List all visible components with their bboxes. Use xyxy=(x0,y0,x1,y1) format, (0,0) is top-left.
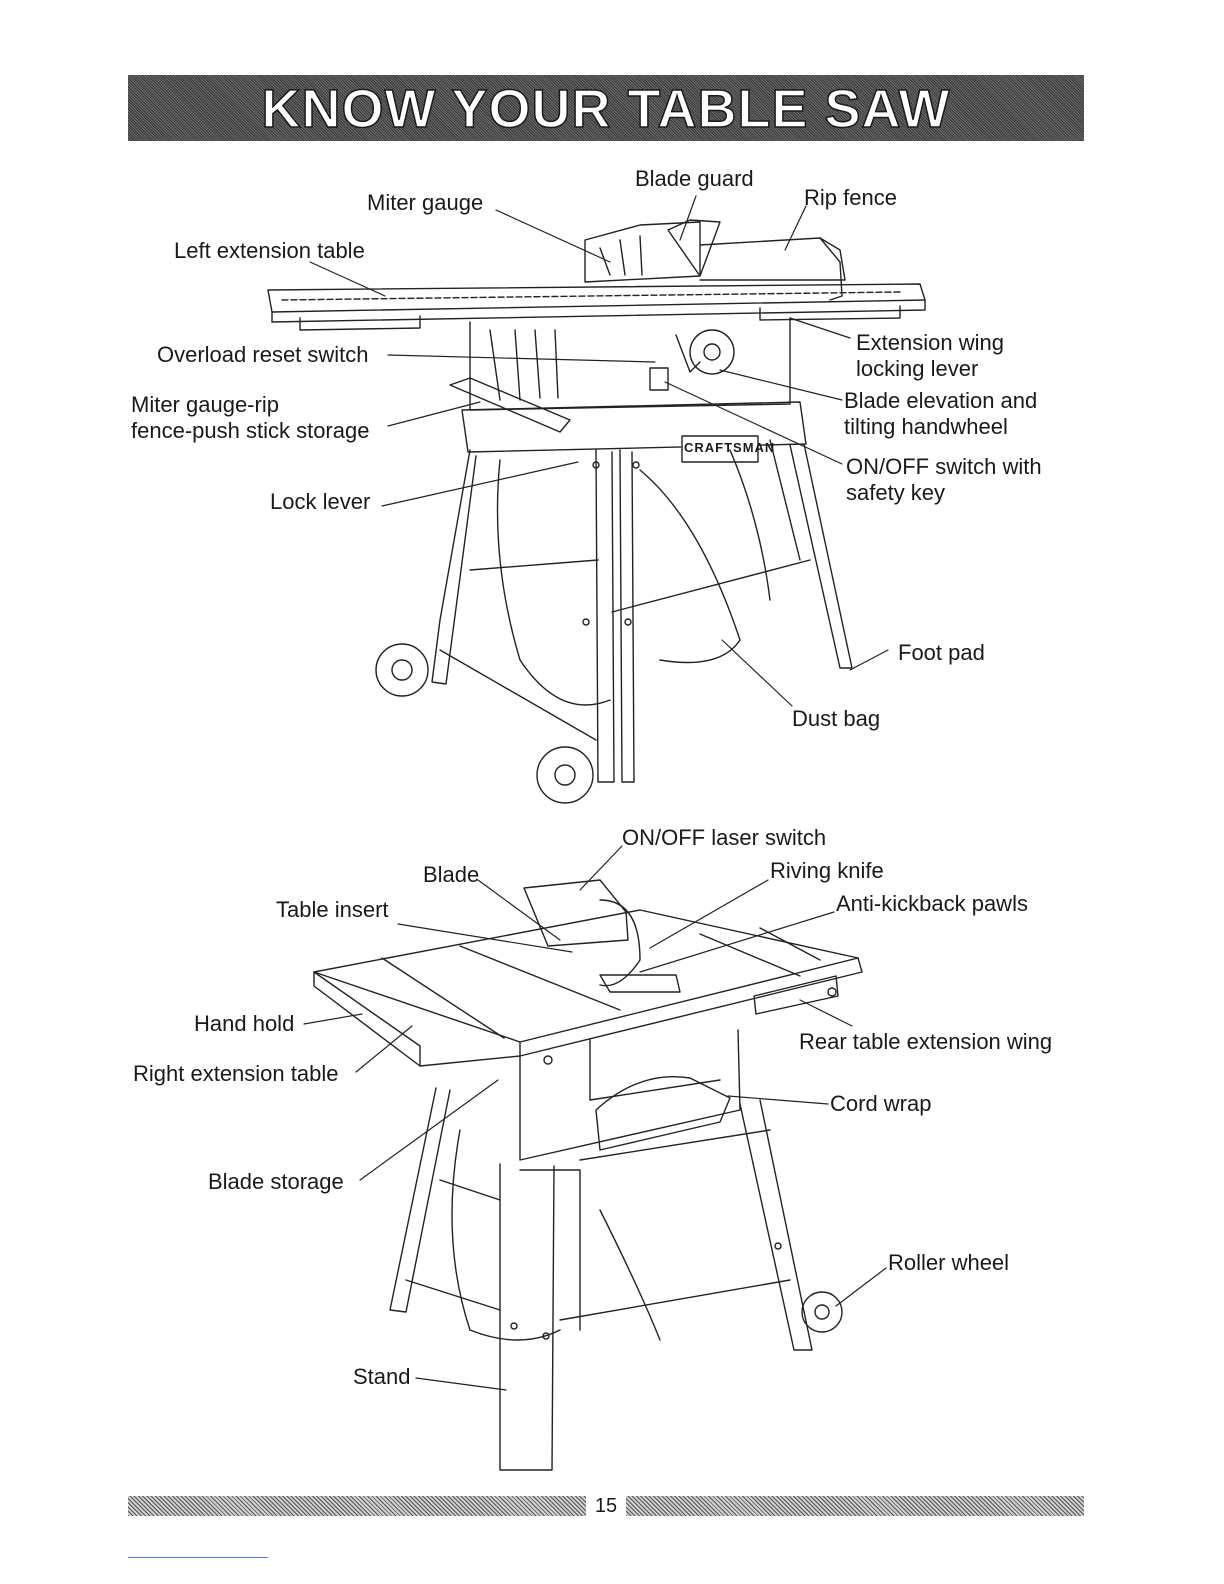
label-onoff-laser-switch: ON/OFF laser switch xyxy=(622,825,827,850)
label-miter-storage-1: Miter gauge-rip xyxy=(131,392,279,417)
label-dust-bag: Dust bag xyxy=(792,706,881,731)
bottom-saw-drawing xyxy=(313,879,863,1471)
page-number: 15 xyxy=(594,1495,618,1517)
label-cord-wrap: Cord wrap xyxy=(830,1091,932,1116)
label-table-insert: Table insert xyxy=(276,897,389,922)
top-figure-leader-lines xyxy=(309,195,889,707)
top-saw-drawing xyxy=(267,219,926,804)
label-miter-storage-2: fence-push stick storage xyxy=(131,418,370,443)
label-extension-wing-1: Extension wing xyxy=(856,330,1004,355)
label-stand: Stand xyxy=(353,1364,411,1389)
label-miter-gauge: Miter gauge xyxy=(367,190,484,215)
brand-plate: CRAFTSMAN xyxy=(684,440,776,455)
label-extension-wing-2: locking lever xyxy=(856,356,979,381)
label-hand-hold: Hand hold xyxy=(194,1011,295,1036)
label-blade-guard: Blade guard xyxy=(635,166,754,191)
label-left-extension-table: Left extension table xyxy=(174,238,365,263)
label-blade-elevation-2: tilting handwheel xyxy=(844,414,1008,439)
label-foot-pad: Foot pad xyxy=(898,640,985,665)
page-title: KNOW YOUR TABLE SAW xyxy=(261,78,951,140)
label-overload-reset-switch: Overload reset switch xyxy=(157,342,369,367)
label-riving-knife: Riving knife xyxy=(770,858,884,883)
label-right-extension-table: Right extension table xyxy=(133,1061,339,1086)
footer-bar-left xyxy=(128,1496,586,1516)
label-rear-table-extension-wing: Rear table extension wing xyxy=(799,1029,1053,1054)
label-roller-wheel: Roller wheel xyxy=(888,1250,1010,1275)
label-rip-fence: Rip fence xyxy=(804,185,897,210)
label-blade: Blade xyxy=(423,862,480,887)
label-blade-storage: Blade storage xyxy=(208,1169,344,1194)
footer-bar-right xyxy=(626,1496,1084,1516)
bottom-rule xyxy=(128,1557,268,1558)
label-anti-kickback-pawls: Anti-kickback pawls xyxy=(836,891,1028,916)
label-lock-lever: Lock lever xyxy=(270,489,371,514)
label-onoff-switch-2: safety key xyxy=(846,480,946,505)
title-banner: KNOW YOUR TABLE SAW xyxy=(128,75,1084,141)
bottom-figure-leader-lines xyxy=(303,845,887,1391)
label-blade-elevation-1: Blade elevation and xyxy=(844,388,1038,413)
label-onoff-switch-1: ON/OFF switch with xyxy=(846,454,1042,479)
